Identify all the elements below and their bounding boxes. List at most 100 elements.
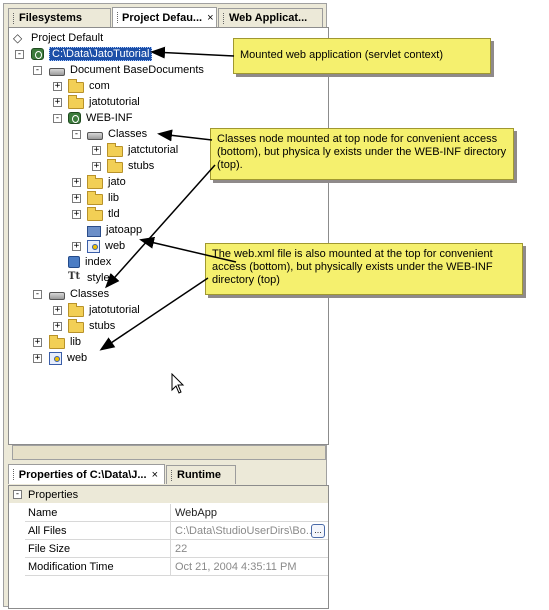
node-label: jatotutorial [89,304,140,316]
folder-icon [87,174,103,189]
folder-icon [68,318,84,333]
node-label: Project Default [31,32,104,44]
filesystem-icon [49,68,65,76]
tree-node-docbase[interactable]: Document BaseDocuments [49,62,204,78]
project-tree[interactable]: ◇ Project Default - C:\Data\JatoTutorial… [8,27,329,445]
callout-text: Classes node mounted at top node for con… [217,133,507,171]
expand-icon[interactable]: + [53,321,62,331]
expand-icon[interactable]: + [92,145,101,155]
tree-node-index[interactable]: index [68,254,111,270]
property-name: File Size [25,540,171,557]
tree-node-lib-inner[interactable]: lib [87,190,119,206]
property-row-all-files[interactable]: All Files C:\Data\StudioUserDirs\Bo... .… [25,522,328,540]
node-label: tld [108,208,120,220]
tree-node-style[interactable]: Tt style [68,270,110,286]
property-row-file-size[interactable]: File Size 22 [25,540,328,558]
tree-node-tld[interactable]: tld [87,206,120,222]
tree-node-stubs-top[interactable]: stubs [68,318,115,334]
tree-node-classes-top[interactable]: Classes [49,286,109,302]
close-icon[interactable]: × [207,11,214,24]
property-value[interactable]: WebApp [175,506,217,519]
collapse-icon[interactable]: - [13,489,22,499]
expand-icon[interactable]: + [53,97,62,107]
ellipsis-button[interactable]: ... [311,523,325,538]
expand-icon[interactable]: + [72,241,81,251]
node-label: style [87,272,110,284]
collapse-icon[interactable]: - [53,113,62,123]
node-label: Document BaseDocuments [70,64,204,76]
tab-web-applications[interactable]: Web Applicat... [218,8,323,27]
tab-filesystems[interactable]: Filesystems [8,8,111,27]
class-icon [87,225,101,237]
tab-label: Filesystems [19,12,82,24]
tree-node-web-top[interactable]: web [49,350,87,366]
tree-node-jatctutorial[interactable]: jatctutorial [107,142,178,158]
node-label: web [67,352,88,364]
tab-grip [171,469,173,481]
tree-node-stubs-inner[interactable]: stubs [107,158,154,174]
tree-node-web-inner[interactable]: web [87,238,125,254]
node-label: WEB-INF [86,112,133,124]
node-label: lib [70,336,82,348]
property-value[interactable]: C:\Data\StudioUserDirs\Bo... [175,524,311,537]
expand-icon[interactable]: + [33,337,42,347]
tree-node-root[interactable]: C:\Data\JatoTutorial [31,46,153,62]
tree-node-com[interactable]: com [68,78,110,94]
property-name: All Files [25,522,171,539]
arrow-to-web-inner [139,236,237,263]
expand-icon[interactable]: + [72,193,81,203]
expand-icon[interactable]: + [72,209,81,219]
project-icon: ◇ [13,31,23,45]
collapse-icon[interactable]: - [15,49,24,59]
filesystem-icon [87,132,103,140]
folder-icon [107,158,123,173]
callout-text: The web.xml file is also mounted at the … [212,248,493,286]
callout-classes-node: Classes node mounted at top node for con… [210,128,514,180]
callout-mounted-webapp: Mounted web application (servlet context… [233,38,491,74]
tree-node-jatoapp[interactable]: jatoapp [87,222,142,238]
tab-grip [13,469,15,480]
web-module-icon [31,48,44,60]
tree-node-jatotutorial-top[interactable]: jatotutorial [68,302,140,318]
tab-grip [13,12,15,24]
expand-icon[interactable]: + [53,81,62,91]
tree-node-lib-top[interactable]: lib [49,334,81,350]
arrow-to-web-top [99,277,209,351]
node-label: index [85,256,112,268]
tree-node-webinf[interactable]: WEB-INF [68,110,132,126]
expand-icon[interactable]: + [72,177,81,187]
arrow-to-root [150,46,235,59]
tab-label: Web Applicat... [229,12,308,24]
property-row-modification-time[interactable]: Modification Time Oct 21, 2004 4:35:11 P… [25,558,328,576]
tree-node-project[interactable]: ◇ Project Default [13,30,103,46]
text-file-icon: Tt [68,271,81,282]
node-label: jato [108,176,126,188]
tree-node-jatotutorial[interactable]: jatotutorial [68,94,140,110]
expand-icon[interactable]: + [53,305,62,315]
tab-label: Project Defau... [122,11,203,24]
tree-node-classes-inner[interactable]: Classes [87,126,147,142]
property-value[interactable]: Oct 21, 2004 4:35:11 PM [175,560,297,573]
property-sheet: - Properties Name WebApp All Files C:\Da… [8,485,329,609]
node-label: stubs [89,320,116,332]
collapse-icon[interactable]: - [33,289,42,299]
tab-project-default[interactable]: Project Defau... × [112,7,217,27]
node-label: lib [108,192,120,204]
property-name: Modification Time [25,558,171,575]
expand-icon[interactable]: + [92,161,101,171]
node-label: jatctutorial [128,144,179,156]
arrow-to-classes-top [105,164,216,289]
xml-file-icon [87,239,100,253]
collapse-icon[interactable]: - [33,65,42,75]
folder-icon [87,206,103,221]
collapse-icon[interactable]: - [72,129,81,139]
close-icon[interactable]: × [151,468,158,481]
tab-properties[interactable]: Properties of C:\Data\J... × [8,464,165,484]
properties-section-header[interactable]: - Properties [9,486,328,503]
tree-node-jato[interactable]: jato [87,174,126,190]
property-row-name[interactable]: Name WebApp [25,504,328,522]
tab-grip [223,12,225,24]
property-value[interactable]: 22 [175,542,188,555]
expand-icon[interactable]: + [33,353,42,363]
tab-runtime[interactable]: Runtime [166,465,236,484]
